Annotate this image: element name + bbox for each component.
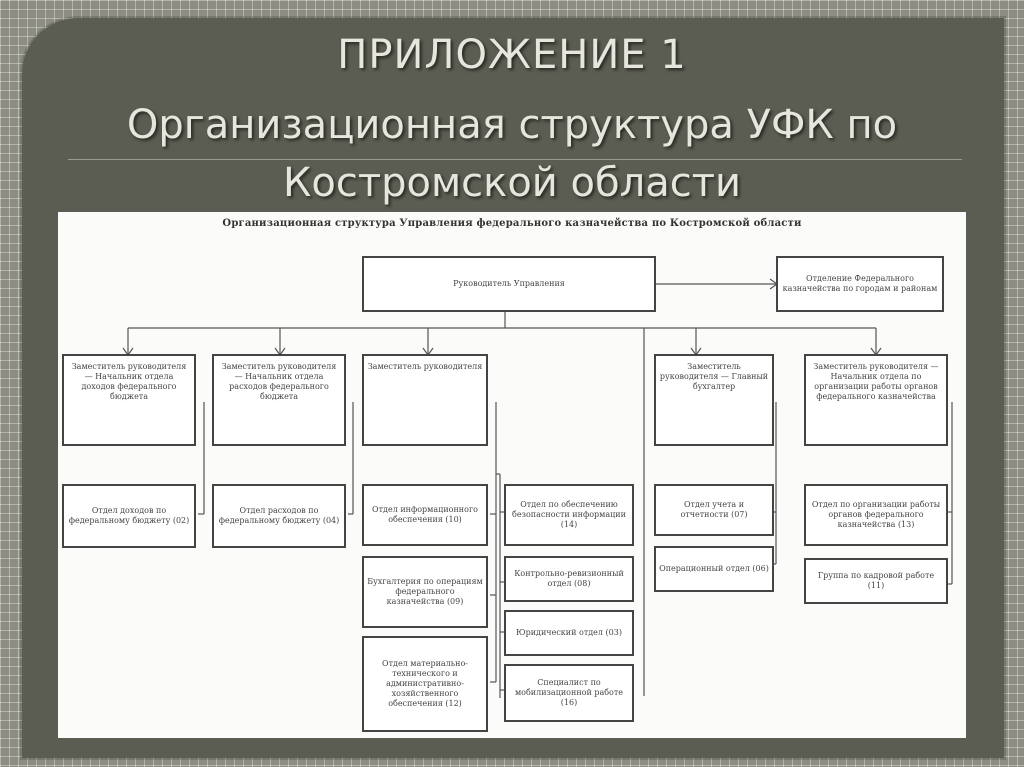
dept-box: Отдел по обеспечению безопасности информ…	[504, 484, 634, 546]
org-chart-heading: Организационная структура Управления фед…	[222, 218, 802, 229]
dept-box: Отдел материально-технического и админис…	[362, 636, 488, 732]
dept-box: Операционный отдел (06)	[654, 546, 774, 592]
deputy-box-1: Заместитель руководителя — Начальник отд…	[62, 354, 196, 446]
dept-box: Группа по кадровой работе (11)	[804, 558, 948, 604]
slide-title-line3: Костромской области	[282, 160, 742, 206]
dept-box: Специалист по мобилизационной работе (16…	[504, 664, 634, 722]
dept-box: Отдел учета и отчетности (07)	[654, 484, 774, 536]
dept-box: Отдел расходов по федеральному бюджету (…	[212, 484, 346, 548]
dept-box: Контрольно-ревизионный отдел (08)	[504, 556, 634, 602]
dept-box: Юридический отдел (03)	[504, 610, 634, 656]
dept-box: Отдел доходов по федеральному бюджету (0…	[62, 484, 196, 548]
dept-box: Бухгалтерия по операциям федерального ка…	[362, 556, 488, 628]
org-chart-connectors	[122, 278, 953, 698]
deputy-box-4: Заместитель руководителя — Главный бухга…	[654, 354, 774, 446]
deputy-box-2: Заместитель руководителя — Начальник отд…	[212, 354, 346, 446]
slide-title-line2: Организационная структура УФК по	[126, 102, 898, 148]
org-chart-document: Организационная структура Управления фед…	[58, 212, 966, 738]
title-divider	[68, 159, 962, 160]
dept-box: Отдел по организации работы органов феде…	[804, 484, 948, 546]
slide-title-line1: ПРИЛОЖЕНИЕ 1	[337, 32, 687, 78]
head-box: Руководитель Управления	[362, 256, 656, 312]
head-side-box: Отделение Федерального казначейства по г…	[776, 256, 944, 312]
deputy-box-3: Заместитель руководителя	[362, 354, 488, 446]
deputy-box-5: Заместитель руководителя — Начальник отд…	[804, 354, 948, 446]
dept-box: Отдел информационного обеспечения (10)	[362, 484, 488, 546]
